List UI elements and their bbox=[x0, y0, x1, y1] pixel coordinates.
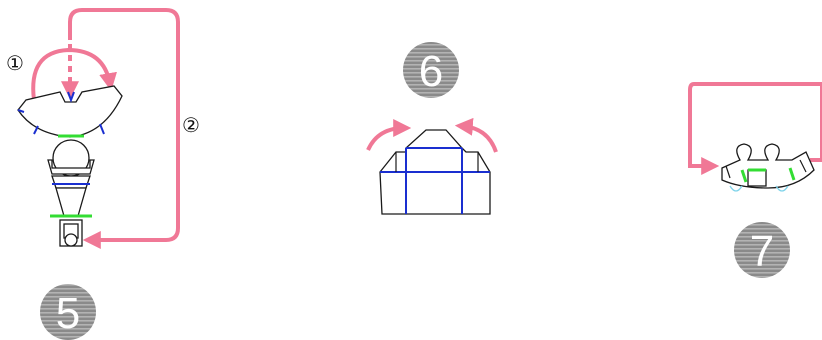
fold-back-arrow bbox=[68, 8, 180, 249]
left-curl-arrow bbox=[366, 119, 412, 151]
step-6-number: 6 bbox=[419, 47, 443, 96]
right-curl-arrow bbox=[454, 117, 498, 153]
step-5-badge: 5 bbox=[40, 284, 96, 340]
step-5-number: 5 bbox=[56, 289, 80, 338]
step-7-number: 7 bbox=[750, 227, 774, 276]
step-7-badge: 7 bbox=[734, 222, 790, 278]
body-piece bbox=[47, 159, 95, 175]
loop-arrow bbox=[688, 82, 822, 175]
step-7-illustration: 7 bbox=[688, 82, 822, 278]
step-6-badge: 6 bbox=[403, 42, 459, 98]
folded-piece bbox=[721, 143, 815, 189]
curl-arrow bbox=[31, 47, 117, 101]
substep-2-label: ② bbox=[182, 113, 200, 137]
step-5-illustration: ① ② 5 bbox=[6, 8, 200, 340]
step-6-illustration: 6 bbox=[366, 42, 498, 215]
substep-1-label: ① bbox=[6, 51, 24, 75]
